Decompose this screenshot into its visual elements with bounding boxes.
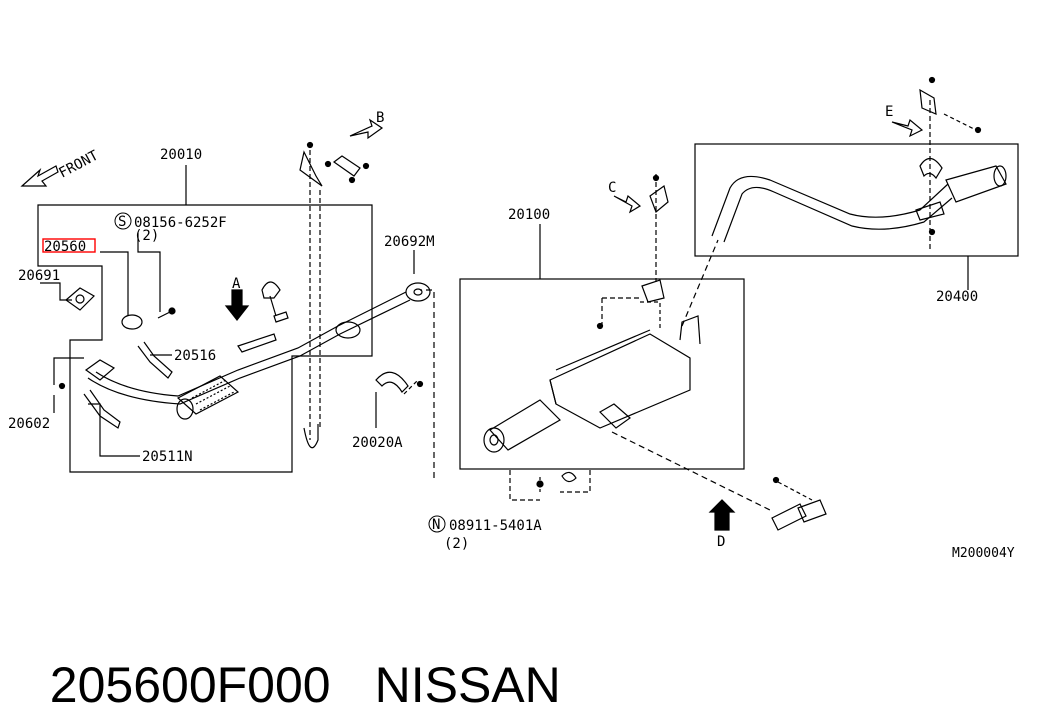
- label-20516: 20516: [174, 348, 216, 364]
- front-tube-assembly-boundary: [37, 204, 373, 473]
- brand-name: NISSAN: [374, 657, 561, 713]
- drawing-code: M200004Y: [952, 546, 1015, 561]
- label-20602: 20602: [8, 416, 50, 432]
- center-muffler-boundary: [459, 278, 745, 470]
- label-20020a: 20020A: [352, 435, 403, 451]
- footer-caption: 205600F000 NISSAN: [22, 598, 605, 714]
- label-08156: 08156-6252F: [134, 215, 227, 231]
- label-20511n: 20511N: [142, 449, 193, 465]
- rear-muffler-boundary: [694, 143, 1019, 257]
- catalytic-converter: [176, 375, 240, 420]
- label-20010: 20010: [160, 147, 202, 163]
- view-e-label: E: [885, 104, 893, 120]
- highlighted-part-box: [42, 238, 96, 253]
- center-muffler: [483, 315, 701, 453]
- view-c-label: C: [608, 180, 616, 196]
- front-arrow-icon: [20, 165, 59, 187]
- label-20400: 20400: [936, 289, 978, 305]
- label-20691: 20691: [18, 268, 60, 284]
- label-08911: 08911-5401A: [449, 518, 542, 534]
- view-b-label: B: [376, 110, 384, 126]
- prefix-s: S: [118, 214, 126, 230]
- view-a-label: A: [232, 276, 241, 292]
- label-08156-qty: (2): [134, 228, 159, 244]
- exhaust-parts-diagram: S N FRONT B C E A D 20010 08156-6252F (2…: [8, 76, 1019, 561]
- label-20692m: 20692M: [384, 234, 435, 250]
- prefix-n: N: [432, 517, 440, 533]
- label-08911-qty: (2): [444, 536, 469, 552]
- label-20560: 20560: [44, 239, 86, 255]
- view-d-label: D: [717, 534, 725, 550]
- part-number: 205600F000: [49, 657, 331, 713]
- front-label: FRONT: [56, 147, 101, 181]
- label-20100: 20100: [508, 207, 550, 223]
